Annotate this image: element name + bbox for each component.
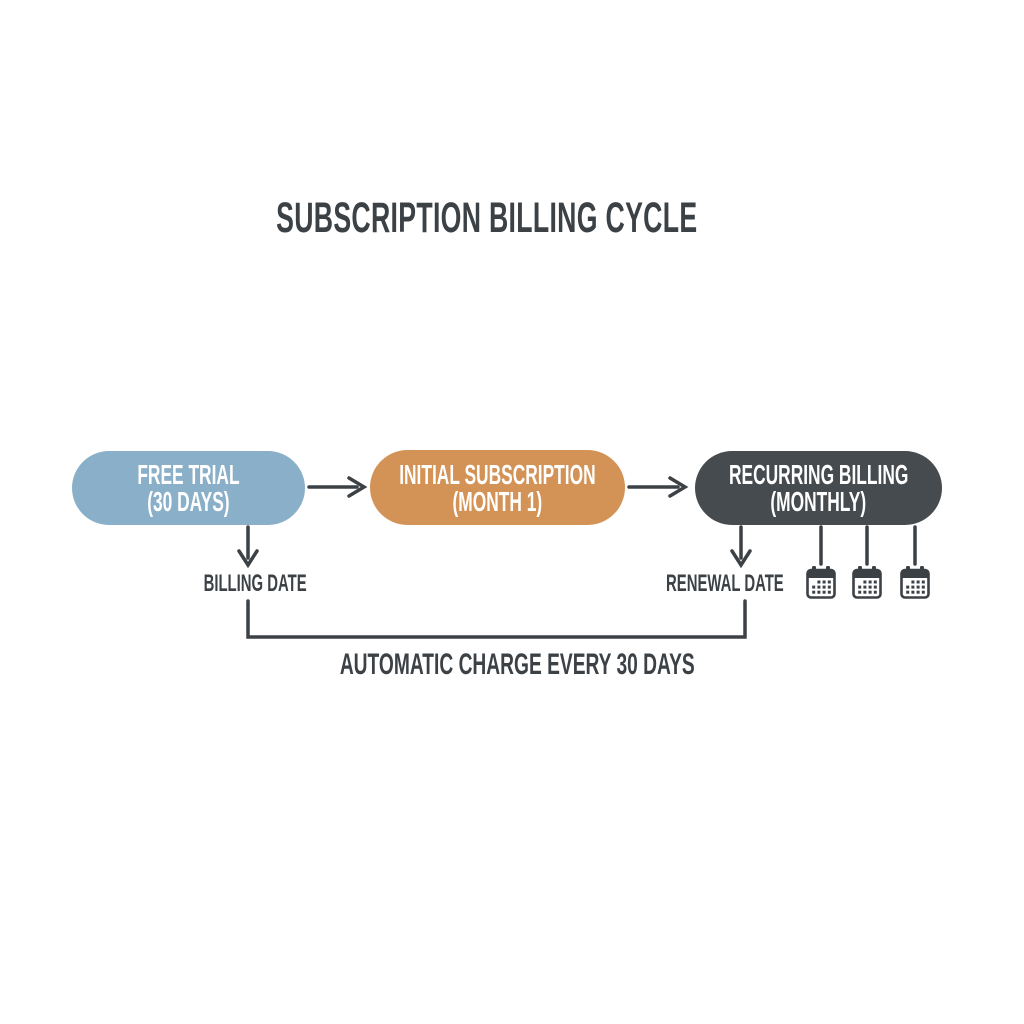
node-recurring-billing: RECURRING BILLING (MONTHLY)	[695, 451, 942, 525]
billing-date-text: BILLING DATE	[203, 570, 307, 597]
node-free-trial-line2: (30 DAYS)	[147, 486, 230, 517]
renewal-date-text: RENEWAL DATE	[666, 570, 784, 597]
calendar-icon	[852, 566, 882, 599]
calendar-connector-lines	[819, 525, 917, 566]
billing-date-label: BILLING DATE	[105, 570, 405, 598]
renewal-date-label: RENEWAL DATE	[575, 570, 875, 598]
page-title: SUBSCRIPTION BILLING CYCLE	[87, 194, 887, 243]
node-recurring-billing-line1: RECURRING BILLING	[728, 459, 909, 490]
arrow-down-renewal-date-icon	[730, 525, 752, 569]
node-free-trial: FREE TRIAL (30 DAYS)	[72, 451, 305, 525]
arrow-down-billing-date-icon	[237, 525, 259, 569]
page-title-text: SUBSCRIPTION BILLING CYCLE	[276, 194, 698, 242]
node-free-trial-line1: FREE TRIAL	[137, 459, 240, 490]
calendar-icon	[900, 566, 930, 599]
node-initial-subscription: INITIAL SUBSCRIPTION (MONTH 1)	[370, 450, 625, 525]
automatic-charge-bracket	[246, 599, 747, 639]
node-initial-subscription-line1: INITIAL SUBSCRIPTION	[399, 458, 596, 490]
node-recurring-billing-line2: (MONTHLY)	[770, 486, 867, 517]
automatic-charge-text: AUTOMATIC CHARGE EVERY 30 DAYS	[339, 648, 695, 681]
automatic-charge-label: AUTOMATIC CHARGE EVERY 30 DAYS	[217, 648, 817, 682]
arrow-initial-to-recurring-icon	[627, 476, 689, 498]
arrow-free-to-initial-icon	[307, 476, 368, 498]
node-initial-subscription-line2: (MONTH 1)	[452, 485, 543, 517]
calendar-icon	[806, 566, 836, 599]
